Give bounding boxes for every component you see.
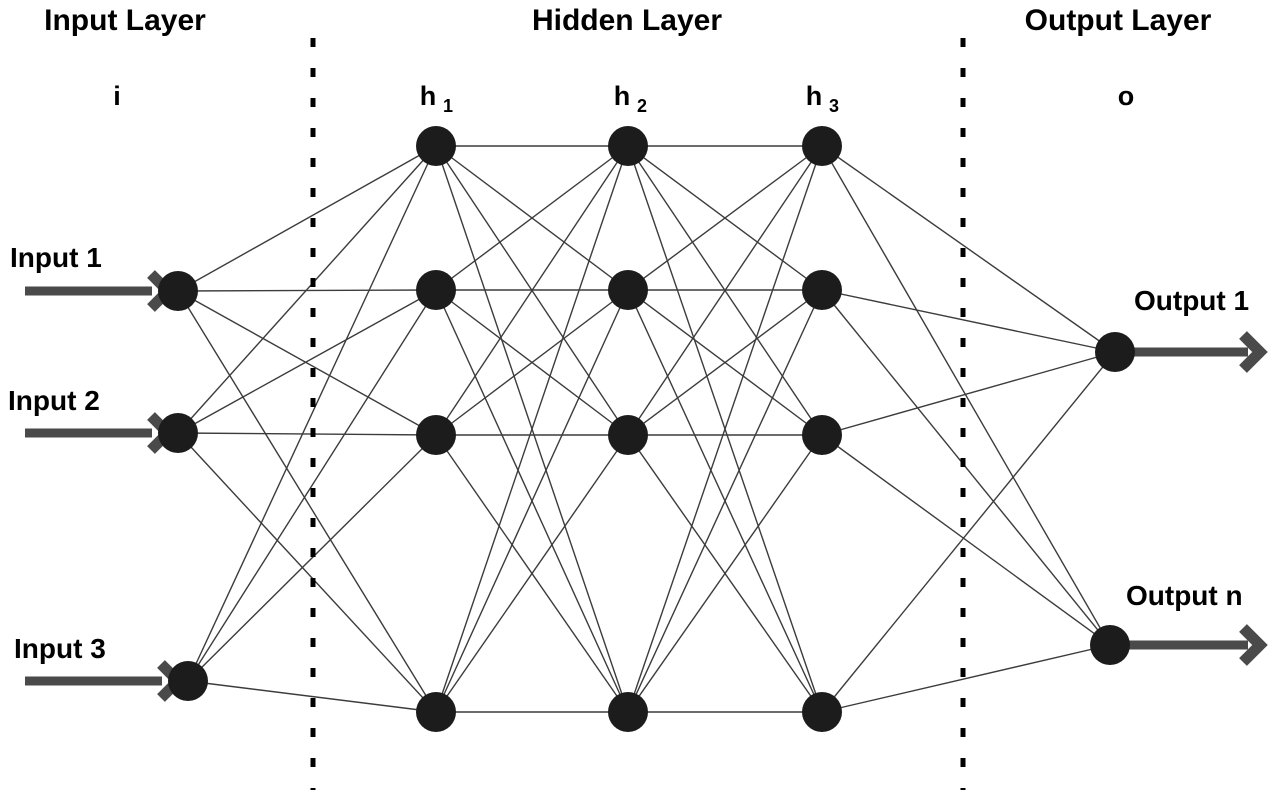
connection-edge: [627, 145, 823, 291]
hidden-neuron-h3-4: [802, 692, 842, 732]
hidden-neuron-h1-1: [416, 126, 456, 166]
connection-edge: [177, 290, 437, 713]
connection-edge: [187, 434, 437, 682]
input-2-label: Input 2: [8, 385, 100, 416]
input-neuron-1: [158, 271, 198, 311]
connection-edge: [435, 289, 629, 436]
hidden-layer-title: Hidden Layer: [532, 4, 722, 37]
hidden-2-symbol: h: [614, 81, 631, 111]
input-neuron-2: [158, 413, 198, 453]
connection-edge: [187, 145, 437, 682]
connection-edge: [435, 145, 629, 291]
connection-edge: [627, 145, 823, 436]
output-neuron-1: [1095, 332, 1135, 372]
hidden-neuron-h3-2: [802, 270, 842, 310]
connection-edge: [177, 290, 437, 436]
neuron-nodes: [158, 126, 1135, 732]
connection-edge: [821, 145, 1116, 353]
hidden-neuron-h3-1: [802, 126, 842, 166]
layer-dividers: [310, 38, 966, 790]
connection-edge: [821, 145, 1111, 646]
hidden-neuron-h1-2: [416, 270, 456, 310]
connection-edge: [177, 432, 437, 713]
connection-edge: [627, 145, 823, 713]
connection-edge: [177, 432, 437, 436]
output-arrow-head-1: [1239, 331, 1268, 373]
output-symbol: o: [1118, 81, 1135, 111]
connection-edge: [435, 434, 629, 713]
connection-edge: [177, 145, 437, 292]
output-arrow-head-2: [1239, 624, 1268, 666]
hidden-1-symbol-subscript: 1: [443, 96, 453, 116]
hidden-neuron-h1-4: [416, 692, 456, 732]
hidden-neuron-h2-2: [608, 270, 648, 310]
connection-edge: [187, 680, 437, 713]
input-neuron-3: [168, 661, 208, 701]
connection-edge: [177, 145, 437, 434]
connection-edge: [821, 644, 1111, 713]
input-symbol: i: [113, 81, 121, 111]
output-n-label: Output n: [1126, 580, 1243, 611]
hidden-neuron-h3-3: [802, 415, 842, 455]
connection-edge: [821, 351, 1116, 713]
connection-edge: [435, 145, 629, 713]
hidden-2-symbol-subscript: 2: [637, 96, 647, 116]
connection-edge: [177, 289, 437, 434]
connection-edge: [187, 289, 437, 682]
connection-edges: [177, 145, 1116, 713]
connection-edge: [627, 289, 823, 436]
output-arrows: [1126, 331, 1268, 666]
connection-edge: [821, 434, 1111, 646]
connection-edge: [435, 289, 629, 713]
hidden-neuron-h1-3: [416, 415, 456, 455]
connection-edge: [435, 145, 629, 436]
output-layer-title: Output Layer: [1025, 4, 1212, 37]
connection-edge: [627, 434, 823, 713]
hidden-3-symbol-subscript: 3: [829, 96, 839, 116]
connection-edge: [821, 289, 1111, 646]
input-1-label: Input 1: [10, 242, 102, 273]
hidden-3-symbol: h: [806, 81, 823, 111]
connection-edge: [821, 289, 1116, 353]
hidden-neuron-h2-1: [608, 126, 648, 166]
hidden-1-symbol: h: [420, 81, 437, 111]
output-neuron-2: [1090, 625, 1130, 665]
connection-edge: [821, 351, 1116, 436]
hidden-neuron-h2-3: [608, 415, 648, 455]
input-3-label: Input 3: [14, 633, 106, 664]
input-layer-title: Input Layer: [44, 4, 206, 37]
connection-edge: [627, 289, 823, 713]
hidden-neuron-h2-4: [608, 692, 648, 732]
output-1-label: Output 1: [1134, 285, 1249, 316]
